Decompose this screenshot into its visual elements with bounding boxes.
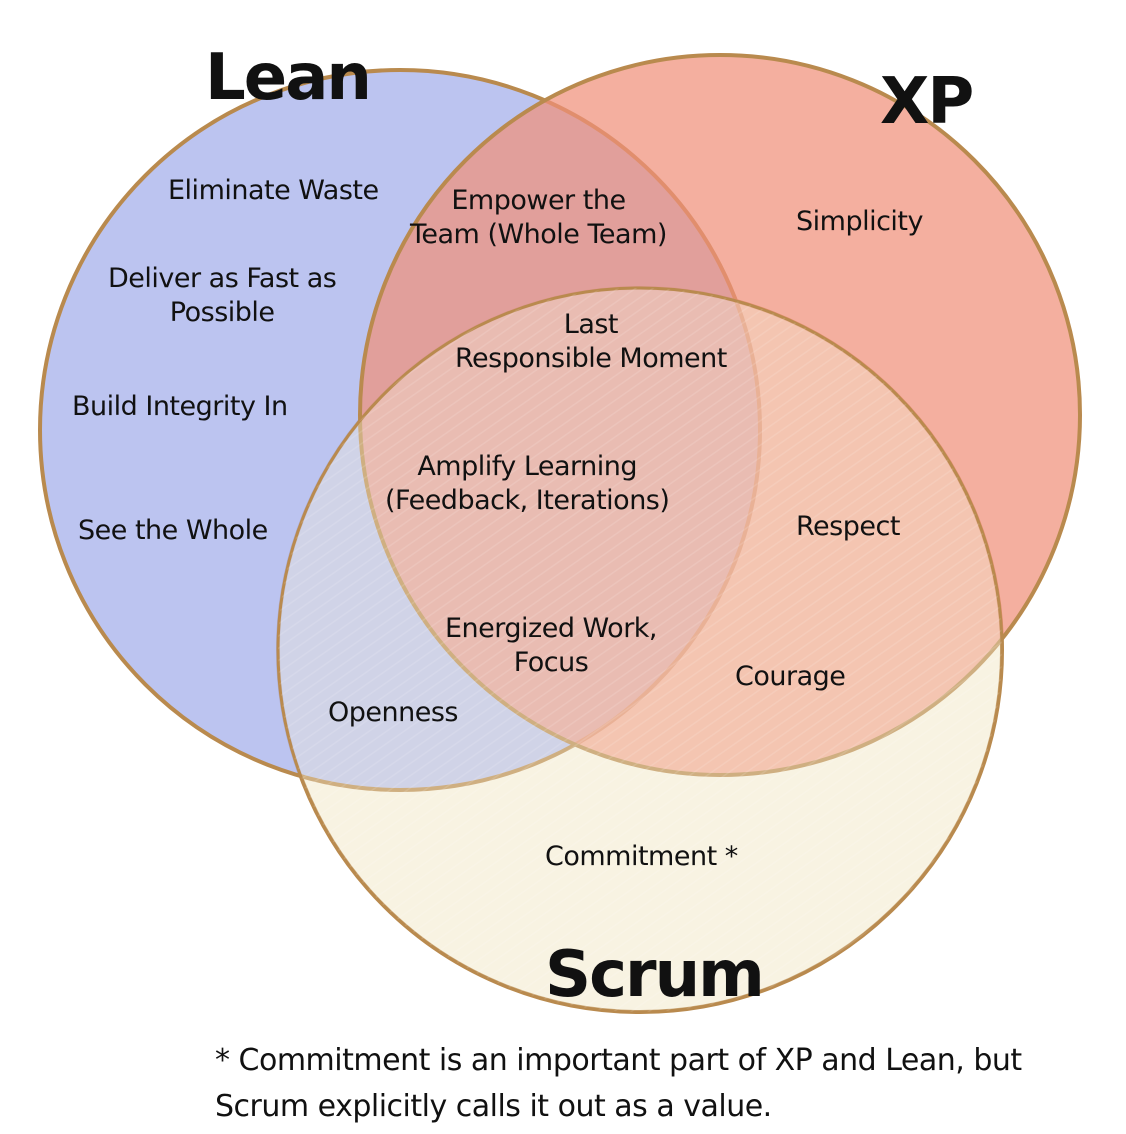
value-deliver-fast: Deliver as Fast as Possible	[108, 262, 337, 330]
value-last-responsible-line2: Responsible Moment	[455, 342, 727, 374]
footnote-line2: Scrum explicitly calls it out as a value…	[215, 1089, 772, 1124]
hatch-texture	[278, 288, 1002, 1012]
value-commitment: Commitment *	[545, 841, 738, 872]
value-last-responsible: Last Responsible Moment	[455, 308, 727, 376]
value-deliver-fast-line1: Deliver as Fast as	[108, 263, 337, 294]
value-eliminate-waste: Eliminate Waste	[168, 175, 379, 206]
value-energized-work-line2: Focus	[513, 646, 589, 678]
value-deliver-fast-line2: Possible	[169, 296, 275, 328]
value-amplify-learning-line1: Amplify Learning	[417, 451, 638, 482]
xp-title: XP	[880, 65, 974, 139]
lean-title: Lean	[205, 41, 372, 115]
value-courage: Courage	[735, 661, 846, 692]
value-energized-work: Energized Work, Focus	[445, 612, 658, 680]
value-last-responsible-line1: Last	[563, 309, 619, 340]
scrum-title: Scrum	[545, 938, 765, 1012]
value-build-integrity: Build Integrity In	[72, 391, 288, 422]
value-energized-work-line1: Energized Work,	[445, 613, 658, 644]
value-openness: Openness	[328, 697, 458, 728]
value-amplify-learning: Amplify Learning (Feedback, Iterations)	[385, 450, 670, 518]
footnote-line1: * Commitment is an important part of XP …	[215, 1043, 1022, 1078]
footnote: * Commitment is an important part of XP …	[215, 1038, 1022, 1130]
value-see-whole: See the Whole	[78, 515, 268, 546]
value-empower-team-line1: Empower the	[451, 185, 626, 216]
value-empower-team-line2: Team (Whole Team)	[410, 218, 667, 250]
value-respect: Respect	[796, 511, 900, 542]
value-empower-team: Empower the Team (Whole Team)	[410, 184, 667, 252]
value-simplicity: Simplicity	[796, 206, 924, 237]
value-amplify-learning-line2: (Feedback, Iterations)	[385, 484, 670, 516]
